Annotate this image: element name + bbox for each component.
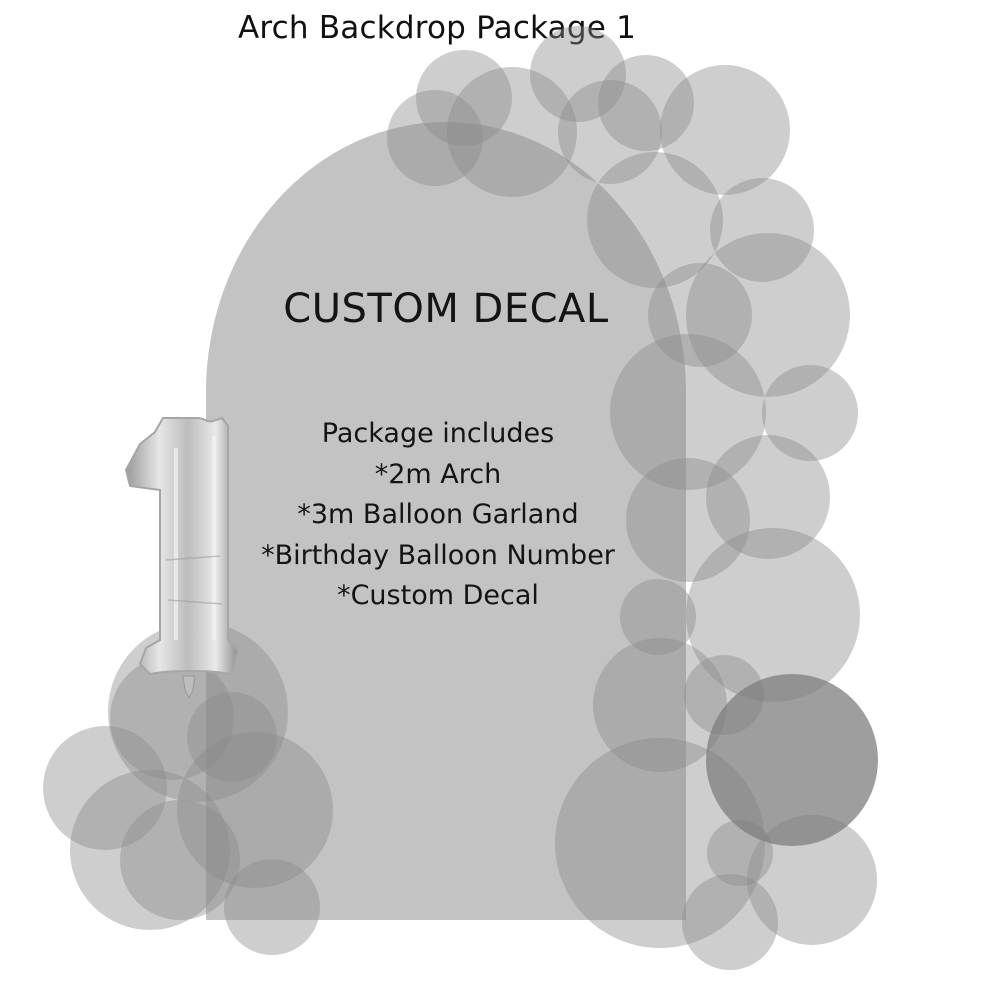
balloon (177, 732, 333, 888)
balloon-large-dark (706, 674, 878, 846)
balloon (620, 579, 696, 655)
custom-decal-title: CUSTOM DECAL (283, 286, 609, 332)
balloon (686, 233, 850, 397)
package-includes-list: Package includes *2m Arch *3m Balloon Ga… (228, 414, 648, 617)
balloon (587, 152, 723, 288)
balloon (762, 365, 858, 461)
balloon (686, 528, 860, 702)
arch-backdrop (206, 122, 686, 920)
package-item: *3m Balloon Garland (297, 499, 579, 530)
number-one-balloon (124, 416, 240, 700)
balloon (648, 263, 752, 367)
balloon (120, 800, 240, 920)
balloon-garland-right (387, 26, 877, 970)
balloon (43, 726, 167, 850)
balloon (610, 334, 766, 490)
balloon (70, 770, 230, 930)
balloon (593, 638, 727, 772)
balloon (387, 90, 483, 186)
balloon (598, 55, 694, 151)
package-item: *2m Arch (374, 458, 502, 490)
balloon-knot (182, 675, 196, 700)
balloon (710, 178, 814, 282)
number-one-crease (165, 555, 223, 605)
balloon (530, 26, 626, 122)
balloon (416, 50, 512, 146)
balloon (682, 874, 778, 970)
balloon (660, 65, 790, 195)
package-item: *Custom Decal (337, 580, 539, 611)
package-item: *Birthday Balloon Number (261, 539, 615, 571)
balloon (558, 80, 662, 184)
page-title: Arch Backdrop Package 1 (238, 10, 636, 46)
package-includes-heading: Package includes (321, 418, 555, 449)
balloon (110, 656, 234, 780)
balloon (187, 692, 277, 782)
balloon (706, 435, 830, 559)
balloon (626, 458, 750, 582)
number-one-shape (124, 416, 240, 676)
balloon (224, 859, 320, 955)
balloon (447, 67, 577, 197)
balloon (747, 815, 877, 945)
number-one-highlight (174, 436, 216, 640)
